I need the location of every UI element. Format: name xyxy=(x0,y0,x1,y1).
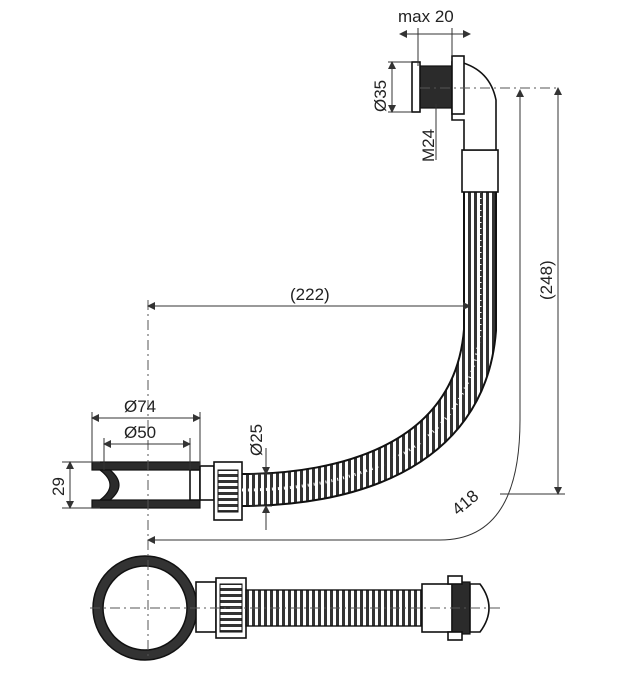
label-max-depth: max 20 xyxy=(398,7,454,26)
label-outlet-diameter: Ø35 xyxy=(371,80,390,112)
label-hose-length: 418 xyxy=(448,486,482,519)
dimension-lines xyxy=(62,28,565,544)
overflow-outlet-side xyxy=(411,55,499,193)
label-height: 29 xyxy=(49,477,68,496)
waste-body-side-view xyxy=(91,461,243,521)
label-inner-diameter: Ø50 xyxy=(124,423,156,442)
label-vertical-reach: (248) xyxy=(537,260,556,300)
label-pipe-diameter: Ø25 xyxy=(247,424,266,456)
flexible-hose-side xyxy=(241,190,497,507)
label-outer-diameter: Ø74 xyxy=(124,397,156,416)
label-thread: M24 xyxy=(419,129,438,162)
label-horizontal-reach: (222) xyxy=(290,285,330,304)
